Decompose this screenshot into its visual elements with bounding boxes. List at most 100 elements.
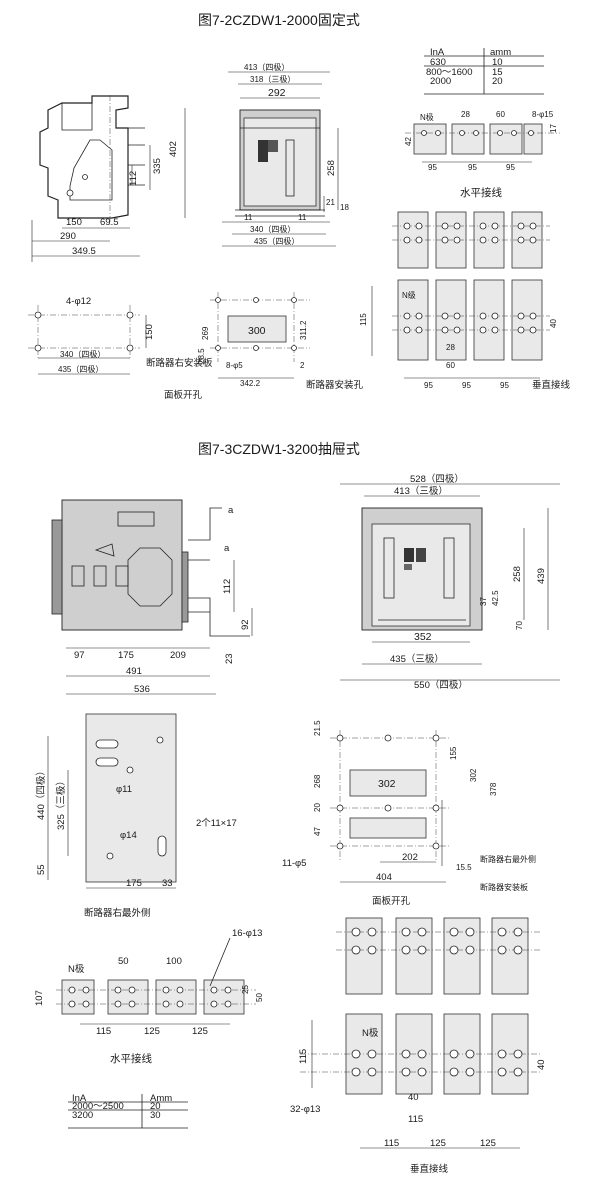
mounting-hole (401, 1049, 411, 1059)
drawing-shape (371, 523, 471, 627)
mounting-hole (253, 297, 259, 303)
table-header: InA (430, 47, 445, 58)
drawing-shape (511, 279, 543, 361)
dimension-label: 40 (549, 319, 558, 328)
drawing-shape (473, 279, 505, 361)
mounting-hole (453, 326, 461, 334)
mounting-hole (441, 326, 449, 334)
drawing-shape (155, 979, 197, 1015)
mounting-hole (441, 222, 449, 230)
fixed-title: 图7-2CZDW1-2000固定式 (198, 12, 360, 28)
mounting-hole (415, 312, 423, 320)
mounting-hole (517, 326, 525, 334)
dimension-label: 2个11×17 (196, 818, 237, 829)
drawing-outline (128, 127, 145, 186)
drawing-outline (61, 103, 93, 131)
drawout-rating-table: InA Amm 2000～2500 20 3200 30 (68, 1093, 188, 1129)
mounting-hole (435, 130, 441, 136)
dimension-label: 318（三极） (250, 74, 295, 84)
dimension-label: 11-φ5 (282, 858, 306, 869)
dimension-label: 352 (414, 631, 432, 643)
mounting-hole (459, 130, 465, 136)
drawing-shape (115, 565, 129, 587)
dimension-label: 342.2 (240, 379, 261, 388)
table-header: amm (490, 47, 511, 58)
drawing-shape (349, 769, 427, 797)
mounting-hole (517, 312, 525, 320)
dimension-label: 92 (240, 619, 251, 630)
dimension-label: 112 (128, 171, 139, 186)
dimension-label: 37 (479, 597, 488, 606)
mounting-hole (529, 222, 537, 230)
mounting-hole (497, 1067, 507, 1077)
drawing-shape (107, 979, 149, 1015)
dimension-label: 断路器右最外侧 (480, 854, 536, 864)
dimension-label: 4-φ12 (66, 296, 91, 307)
dimension-label: 112 (222, 579, 233, 594)
dimension-label: 42 (404, 137, 413, 146)
dimension-label: 69.5 (100, 217, 119, 228)
dimension-label: 175 (118, 650, 134, 661)
dimension-label: 15.5 (456, 863, 472, 872)
mounting-hole (351, 927, 361, 937)
fixed-horizontal-caption: 水平接线 (460, 186, 502, 199)
mounting-hole (68, 1000, 76, 1008)
mounting-hole (82, 986, 90, 994)
dimension-label: 268 (313, 774, 322, 788)
dimension-label: 125 (144, 1026, 160, 1037)
mounting-hole (34, 311, 42, 319)
dimension-label: φ14 (120, 830, 137, 841)
drawing-outline (39, 95, 129, 219)
drawing-shape (349, 817, 427, 839)
mounting-hole (421, 130, 427, 136)
mounting-hole (417, 927, 427, 937)
dimension-label: 491 (126, 666, 142, 677)
dimension-label: 175 (126, 878, 142, 889)
dimension-label: 25 (241, 985, 250, 994)
drawout-panel-cutout: 302 21.5 268 20 47 155 302 378 202 15.5 … (282, 720, 536, 907)
dimension-label: 11 (298, 213, 307, 222)
dimension-label: 290 (60, 231, 76, 242)
drawing-shape (523, 123, 543, 155)
mounting-hole (351, 945, 361, 955)
mounting-hole (497, 927, 507, 937)
table-cell: 20 (150, 1101, 161, 1112)
dimension-label: 311.2 (299, 320, 308, 340)
dimension-label: 435（三极） (390, 653, 444, 665)
dimension-label: 11 (244, 213, 253, 222)
dimension-label: 413（四极） (244, 62, 289, 72)
drawing-shape (443, 537, 455, 599)
mounting-hole (401, 945, 411, 955)
drawing-shape (203, 979, 245, 1015)
dimension-label: 125 (480, 1138, 496, 1149)
table-cell: 630 (430, 57, 446, 68)
drawing-line (209, 937, 231, 987)
mounting-hole (453, 236, 461, 244)
dimension-label: 536 (134, 684, 150, 695)
mounting-hole (215, 297, 221, 303)
mounting-hole (497, 945, 507, 955)
dimension-label: 125 (430, 1138, 446, 1149)
mounting-hole (128, 1000, 136, 1008)
dimension-label: 528（四极） (410, 473, 464, 485)
mounting-hole (34, 344, 42, 352)
drawing-shape (397, 279, 429, 361)
dimension-label: 300 (248, 325, 266, 337)
drawing-shape (491, 917, 529, 995)
table-cell: 10 (492, 57, 503, 68)
mounting-hole (529, 312, 537, 320)
dimension-label: N极 (420, 112, 434, 122)
table-cell: 15 (492, 67, 503, 78)
mounting-hole (415, 326, 423, 334)
mounting-hole (176, 1000, 184, 1008)
dimension-label: 325（三极） (55, 776, 67, 830)
mounting-hole (465, 1067, 475, 1077)
drawing-shape (61, 979, 95, 1015)
drawing-shape (61, 499, 183, 631)
drawout-horizontal-wiring: N极 50 100 16-φ13 107 25 50 115 125 125 水… (34, 928, 264, 1065)
mounting-hole (517, 222, 525, 230)
mounting-hole (511, 130, 517, 136)
dimension-label: 40 (536, 1059, 547, 1070)
dimension-label: N级 (402, 290, 416, 300)
dimension-label: 50 (118, 956, 129, 967)
